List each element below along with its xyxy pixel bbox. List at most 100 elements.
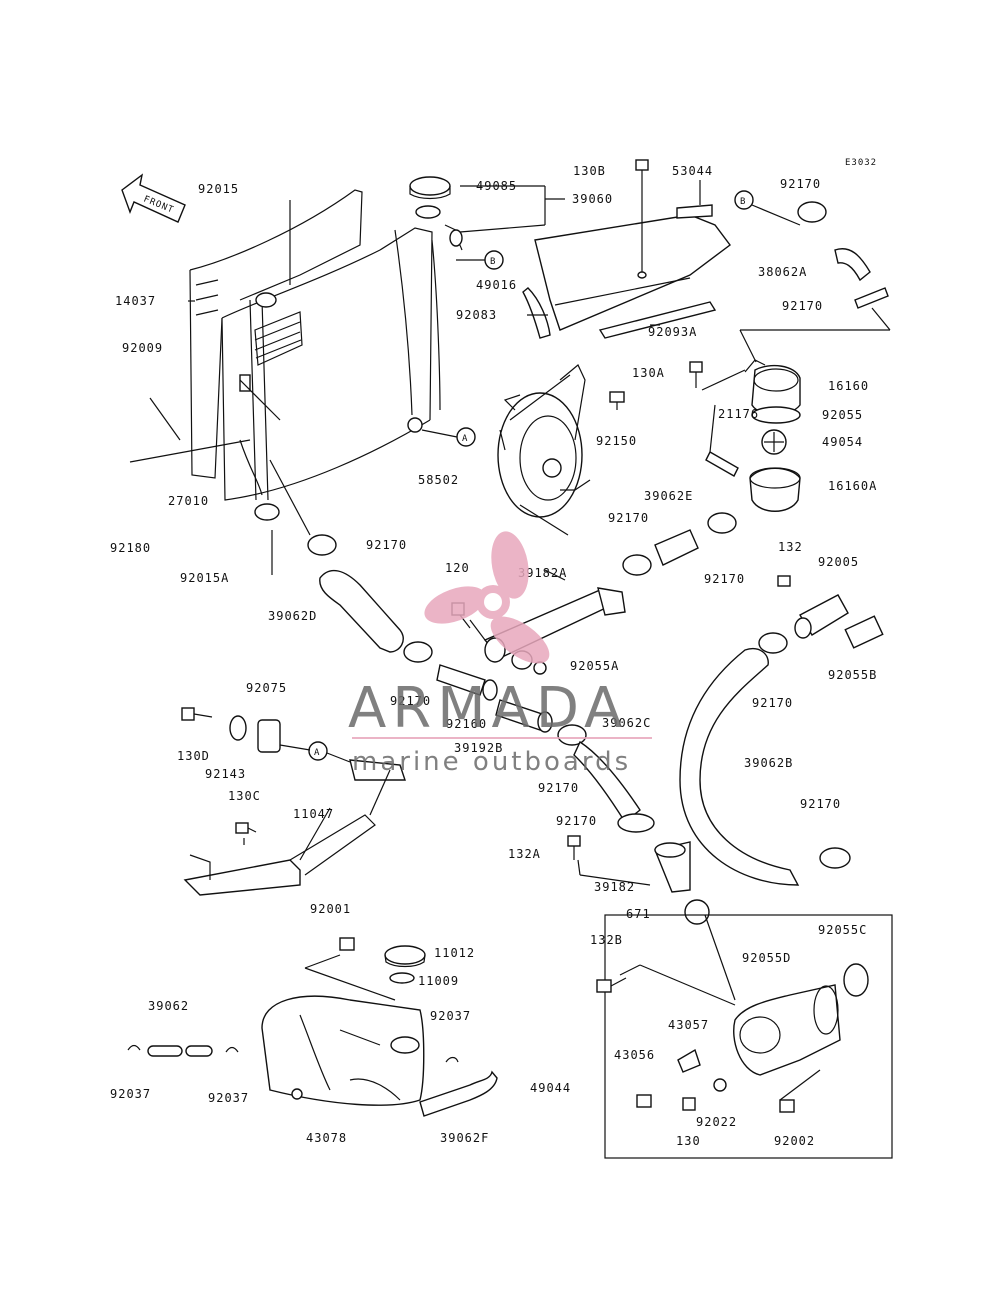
part-label: 92150 [596,434,637,448]
part-label: 92037 [110,1087,151,1101]
svg-text:A: A [314,748,320,758]
radiator-shroud [522,204,731,339]
fan-bolt-92150 [609,391,625,410]
cooling-fan [497,364,591,536]
pipe-39182 [567,813,710,925]
part-label: 92022 [696,1115,737,1129]
part-labels: 92015 14037 92009 27010 92180 92015A 390… [110,164,877,1148]
part-label: 92055 [822,408,863,422]
hose-39062e [622,512,737,576]
svg-text:B: B [740,197,746,207]
part-label: 92015 [198,182,239,196]
propeller-logo-icon [424,531,550,664]
part-label: 92170 [390,694,431,708]
part-label: 92143 [205,767,246,781]
part-label: 92160 [446,717,487,731]
part-label: 92015A [180,571,229,585]
part-label: 132 [778,540,803,554]
part-label: 92075 [246,681,287,695]
water-pump [596,963,869,1113]
part-label: 92083 [456,308,497,322]
hose-39062f [419,1056,498,1117]
svg-text:A: A [462,434,468,444]
part-label: 92170 [538,781,579,795]
bracket-11047 [183,759,406,896]
thermostat-housing [689,359,801,512]
part-label: 92170 [800,797,841,811]
radiator-cap [409,176,463,251]
part-label: 53044 [672,164,713,178]
part-label: 39062D [268,609,317,623]
part-label: 92037 [430,1009,471,1023]
part-label: 130A [632,366,665,380]
diagram-code: E3032 [845,158,877,168]
part-label: 16160A [828,479,877,493]
part-label: 92170 [704,572,745,586]
part-label: 39192B [454,741,503,755]
part-label: 92170 [608,511,649,525]
part-label: 92055A [570,659,619,673]
part-label: 49044 [530,1081,571,1095]
part-label: 11012 [434,946,475,960]
part-label: 132A [508,847,541,861]
reservoir-tank [261,937,426,1106]
watermark-brand: ARMADA [348,676,628,741]
part-label: 49054 [822,435,863,449]
part-label: 11047 [293,807,334,821]
part-label: 92009 [122,341,163,355]
part-label: 43057 [668,1018,709,1032]
part-label: 130B [573,164,606,178]
part-label: 92180 [110,541,151,555]
part-label: 39060 [572,192,613,206]
hose-39062 [127,1044,239,1057]
hose-39062d [307,534,433,663]
part-label: 39062 [148,999,189,1013]
part-label: 132B [590,933,623,947]
part-label: 92170 [780,177,821,191]
part-label: 671 [626,907,651,921]
part-label: 92001 [310,902,351,916]
part-label: 92093A [648,325,697,339]
part-label: 92055B [828,668,877,682]
front-arrow-icon: FRONT [121,173,186,223]
part-label: 49016 [476,278,517,292]
part-label: 49085 [476,179,517,193]
part-label: 92037 [208,1091,249,1105]
part-label: 16160 [828,379,869,393]
part-label: 39182A [518,566,567,580]
leader-lines [129,180,891,1101]
part-label: 92002 [774,1134,815,1148]
part-label: 120 [445,561,470,575]
part-label: 130C [228,789,261,803]
watermark-tagline: marine outboards [352,747,631,777]
part-label: 14037 [115,294,156,308]
svg-text:B: B [490,257,496,267]
part-label: 38062A [758,265,807,279]
damper-92075 [181,707,281,753]
part-label: 92055D [742,951,791,965]
part-label: 92005 [818,555,859,569]
part-label: 39062C [602,716,651,730]
part-label: 39062E [644,489,693,503]
part-label: 130D [177,749,210,763]
part-label: 21176 [718,407,759,421]
part-label: 92170 [752,696,793,710]
part-label: 39062B [744,756,793,770]
hose-39062b [679,632,851,886]
part-label: 92170 [556,814,597,828]
part-label: 39062F [440,1131,489,1145]
hose-39062c [557,724,641,824]
armada-watermark: ARMADA marine outboards [348,531,652,777]
radiator-drawing [189,189,441,521]
part-label: 58502 [418,473,459,487]
part-label: 43078 [306,1131,347,1145]
water-pump-box [604,914,893,1159]
bolt-130b [635,159,649,190]
joint-39192b [436,664,553,733]
part-label: 92170 [782,299,823,313]
part-label: 11009 [418,974,459,988]
part-label: 27010 [168,494,209,508]
part-label: 92055C [818,923,867,937]
part-label: 39182 [594,880,635,894]
